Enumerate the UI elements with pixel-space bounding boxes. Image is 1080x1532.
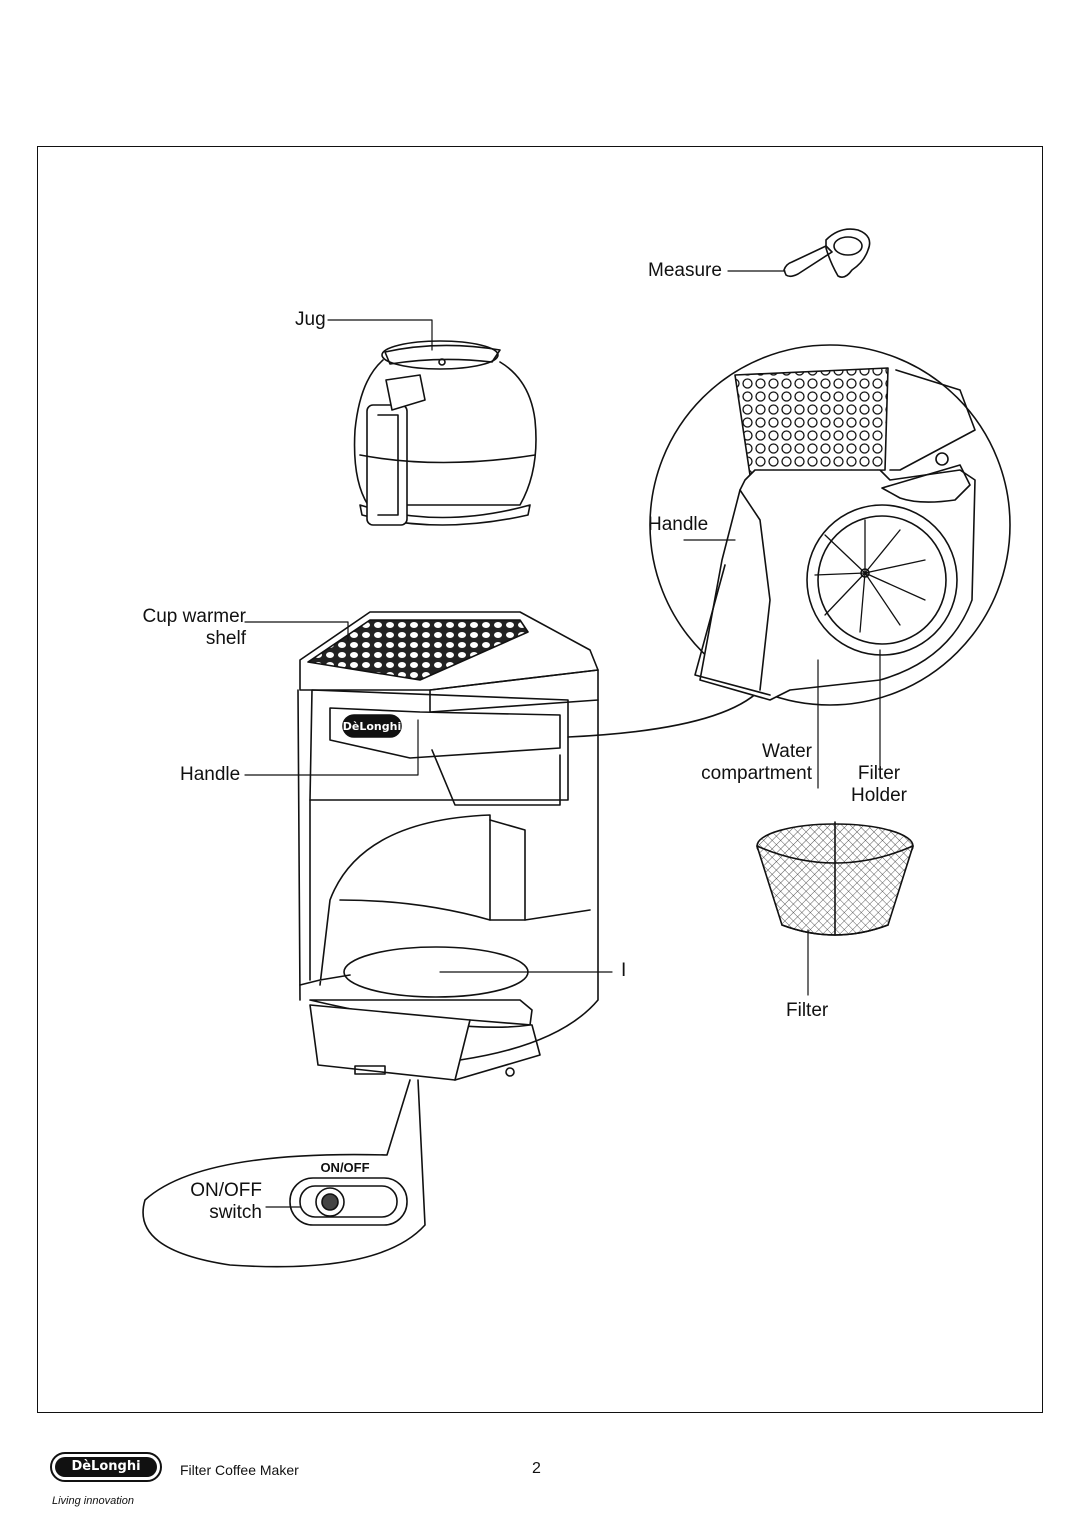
label-onoff-switch: ON/OFF switch [170,1180,262,1224]
label-filter-holder-line1: Filter [857,763,901,784]
label-handle-detail: Handle [648,514,709,535]
brand-tagline: Living innovation [52,1495,134,1507]
switch-callout [142,1079,426,1268]
leader-lines [244,270,881,1208]
label-water-line2: compartment [701,762,812,784]
label-jug: Jug [295,309,326,330]
label-handle-main: Handle [180,764,241,785]
onoff-panel-label: ON/OFF [320,1160,369,1175]
measure-spoon-icon [783,228,871,278]
handle-detail-callout [567,344,1011,738]
label-cup-warmer-line2: shelf [205,627,246,649]
label-onoff-line1: ON/OFF [190,1180,262,1201]
product-badge: DèLonghi [343,720,401,733]
label-filter-holder: Filter Holder [848,763,910,807]
page-number: 2 [532,1460,541,1477]
filter-basket-icon [756,821,914,936]
coffee-maker-icon [297,611,599,1081]
brand-logo: DèLonghi [50,1452,162,1482]
jug-icon [353,340,537,526]
label-water-compartment: Water compartment [660,741,812,785]
label-one: I [621,960,627,981]
label-filter-holder-line2: Holder [851,784,907,806]
label-water-line1: Water [762,741,812,762]
footer-title: Filter Coffee Maker [180,1462,299,1478]
brand-logo-text: DèLonghi [55,1457,157,1477]
label-cup-warmer: Cup warmer shelf [118,606,246,650]
label-measure: Measure [648,260,722,281]
label-cup-warmer-line1: Cup warmer [142,606,246,627]
page-frame [37,146,1043,1413]
label-onoff-line2: switch [209,1201,262,1223]
label-filter: Filter [786,1000,829,1021]
